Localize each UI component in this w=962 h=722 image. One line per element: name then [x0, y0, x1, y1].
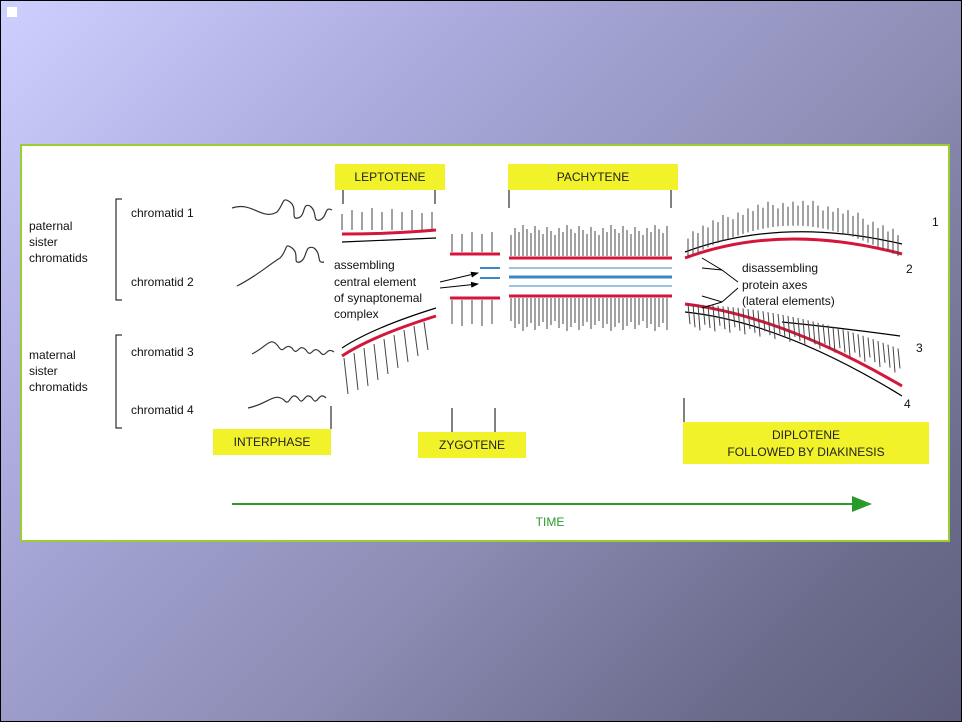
- stage-pachytene-label: PACHYTENE: [557, 170, 629, 184]
- chromatin-loop: [882, 342, 886, 363]
- chromatin-loop: [697, 304, 701, 331]
- svg-text:sister: sister: [29, 364, 58, 378]
- svg-text:chromatids: chromatids: [29, 380, 88, 394]
- svg-text:(lateral elements): (lateral elements): [742, 294, 835, 308]
- chromatin-loop: [817, 322, 821, 349]
- chromatin-loop: [832, 326, 836, 353]
- chromatin-loop: [752, 309, 756, 333]
- chromatid-4-label: chromatid 4: [131, 403, 194, 417]
- chromatin-loop: [737, 307, 741, 331]
- stage-diplotene: DIPLOTENE FOLLOWED BY DIAKINESIS: [683, 422, 929, 464]
- chromatin-loop: [867, 337, 871, 358]
- stage-diplotene-label-2: FOLLOWED BY DIAKINESIS: [727, 445, 884, 459]
- chromatin-loop: [872, 339, 876, 363]
- maternal-group-label: maternal sister chromatids: [29, 348, 88, 394]
- svg-text:assembling: assembling: [334, 258, 395, 272]
- paternal-group-label: paternal sister chromatids: [29, 219, 88, 265]
- chromatin-loop: [767, 312, 771, 336]
- pachytene-chromosomes: [509, 225, 672, 331]
- chromatid-3-label: chromatid 3: [131, 345, 194, 359]
- svg-text:chromatids: chromatids: [29, 251, 88, 265]
- svg-text:paternal: paternal: [29, 219, 72, 233]
- chromatin-loop: [837, 328, 841, 349]
- chromatin-loop: [857, 334, 861, 358]
- svg-text:protein axes: protein axes: [742, 278, 807, 292]
- svg-text:complex: complex: [334, 307, 379, 321]
- chromatid-1-label: chromatid 1: [131, 206, 194, 220]
- chromatin-loop: [822, 323, 826, 345]
- chromatin-loop: [712, 305, 716, 332]
- number-1: 1: [932, 215, 939, 229]
- disassembling-annotation: disassembling protein axes (lateral elem…: [701, 257, 835, 309]
- number-2: 2: [906, 262, 913, 276]
- number-4: 4: [904, 397, 911, 411]
- chromatin-loop: [687, 304, 691, 325]
- chromatin-loop: [772, 312, 776, 340]
- meiosis-prophase-diagram: LEPTOTENE PACHYTENE INTERPHASE ZYGOTENE …: [29, 164, 939, 529]
- chromatin-loop: [812, 321, 816, 345]
- chromatin-loop: [787, 315, 791, 342]
- chromatin-loop: [747, 309, 751, 330]
- chromatin-loop: [757, 310, 761, 337]
- svg-text:central element: central element: [334, 275, 417, 289]
- stage-ticks: [330, 190, 685, 432]
- assembling-annotation: assembling central element of synaptonem…: [334, 258, 479, 321]
- zygotene-chromosomes: [450, 232, 500, 326]
- group-braces: [115, 198, 122, 429]
- chromatin-loop: [707, 305, 711, 329]
- stage-leptotene: LEPTOTENE: [335, 164, 445, 190]
- svg-text:of synaptonemal: of synaptonemal: [334, 291, 422, 305]
- chromatid-2-label: chromatid 2: [131, 275, 194, 289]
- stage-diplotene-label-1: DIPLOTENE: [772, 428, 840, 442]
- chromatin-loop: [887, 344, 891, 368]
- chromatin-loop: [722, 306, 726, 330]
- chromatin-loop: [762, 311, 766, 332]
- chromatin-loop: [847, 331, 851, 358]
- chromatin-loop: [777, 313, 781, 334]
- chromatin-loop: [797, 317, 801, 342]
- diplotene-chromosomes: [684, 200, 903, 397]
- chromatin-loop: [802, 319, 806, 346]
- stage-zygotene-label: ZYGOTENE: [439, 438, 505, 452]
- stage-zygotene: ZYGOTENE: [418, 432, 526, 458]
- stage-interphase: INTERPHASE: [213, 429, 331, 455]
- chromatin-loop: [727, 306, 731, 333]
- svg-text:disassembling: disassembling: [742, 261, 818, 275]
- chromatin-loop: [792, 316, 796, 337]
- chromatin-loop: [877, 340, 881, 368]
- stage-interphase-label: INTERPHASE: [234, 435, 311, 449]
- time-label: TIME: [536, 515, 565, 529]
- chromatin-loop: [842, 329, 846, 353]
- diagram-panel: LEPTOTENE PACHYTENE INTERPHASE ZYGOTENE …: [20, 144, 950, 542]
- chromatin-loop: [782, 314, 786, 338]
- stage-pachytene: PACHYTENE: [508, 164, 678, 190]
- chromatin-loop: [897, 348, 901, 369]
- number-3: 3: [916, 341, 923, 355]
- chromatin-loop: [862, 335, 866, 362]
- svg-text:maternal: maternal: [29, 348, 76, 362]
- corner-marker: [7, 7, 17, 17]
- chromatin-loop: [852, 332, 856, 353]
- chromatin-loop: [692, 304, 696, 328]
- chromatin-loop: [732, 307, 736, 328]
- chromatin-loop: [742, 308, 746, 335]
- svg-text:sister: sister: [29, 235, 58, 249]
- time-axis: TIME: [232, 496, 872, 529]
- chromatin-loop: [827, 325, 831, 349]
- chromatin-loop: [892, 346, 896, 373]
- leptotene-chromosomes: [341, 208, 437, 395]
- chromatin-loop: [807, 320, 811, 341]
- chromatin-loop: [717, 305, 721, 326]
- stage-leptotene-label: LEPTOTENE: [354, 170, 425, 184]
- interphase-chromatids: [231, 199, 335, 409]
